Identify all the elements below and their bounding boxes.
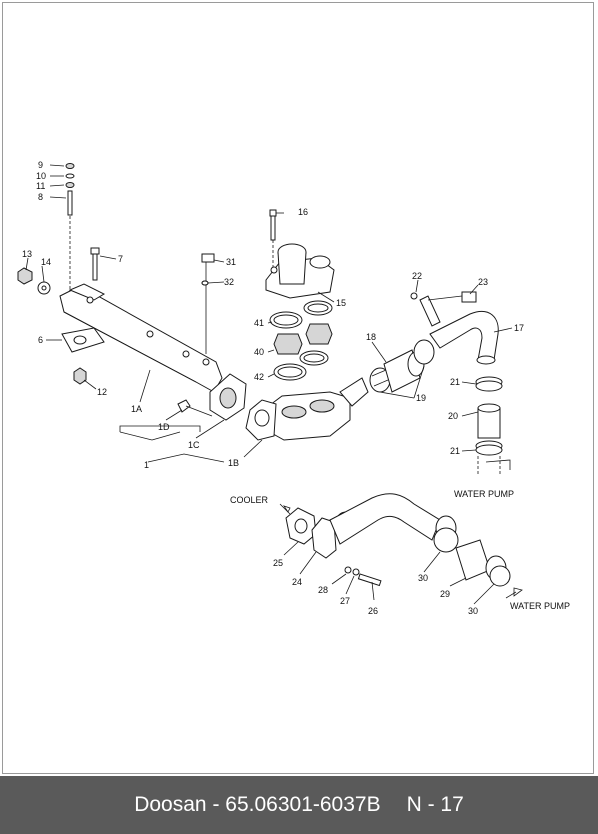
note-cooler: COOLER [230, 495, 269, 505]
label-27: 27 [340, 596, 350, 606]
label-26: 26 [368, 606, 378, 616]
label-8: 8 [38, 192, 43, 202]
label-14: 14 [41, 257, 51, 267]
label-40: 40 [254, 347, 264, 357]
callout-labels: 9 10 11 8 16 13 14 7 31 32 22 23 15 17 4… [22, 160, 524, 616]
footer-page: N - 17 [406, 793, 464, 816]
diagram-notes: COOLER WATER PUMP WATER PUMP [230, 489, 570, 611]
label-12: 12 [97, 387, 107, 397]
label-9: 9 [38, 160, 43, 170]
label-32: 32 [224, 277, 234, 287]
stud-assembly-drawing [65, 163, 75, 290]
label-19: 19 [416, 393, 426, 403]
label-7: 7 [118, 254, 123, 264]
exploded-parts-diagram: 9 10 11 8 16 13 14 7 31 32 22 23 15 17 4… [17, 160, 570, 616]
footer-dash: - [212, 793, 220, 816]
label-1A: 1A [131, 404, 142, 414]
manifold-pipe-drawing [59, 253, 247, 421]
label-18: 18 [366, 332, 376, 342]
label-20: 20 [448, 411, 458, 421]
leader-lines [25, 164, 523, 605]
upper-hose-drawing [369, 339, 435, 393]
note-water-pump-upper: WATER PUMP [454, 489, 514, 499]
label-29: 29 [440, 589, 450, 599]
label-28: 28 [318, 585, 328, 595]
label-10: 10 [36, 171, 46, 181]
pump-hose-drawing [475, 376, 511, 474]
footer-brand: Doosan [134, 793, 207, 816]
label-41: 41 [254, 318, 264, 328]
label-1D: 1D [158, 422, 170, 432]
label-1B: 1B [228, 458, 239, 468]
label-24: 24 [292, 577, 302, 587]
label-16: 16 [298, 207, 308, 217]
thermostat-stack-drawing [269, 300, 333, 381]
label-13: 13 [22, 249, 32, 259]
label-23: 23 [478, 277, 488, 287]
label-21-upper: 21 [450, 377, 460, 387]
lower-pipe-drawing [285, 493, 511, 587]
label-42: 42 [254, 372, 264, 382]
label-31: 31 [226, 257, 236, 267]
thermostat-base-drawing [245, 377, 369, 441]
drawing-frame [2, 2, 594, 774]
label-22: 22 [412, 271, 422, 281]
label-6: 6 [38, 335, 43, 345]
manifold-hardware-drawing [17, 247, 213, 417]
footer-bar: Doosan - 65.06301-6037B N - 17 [0, 776, 598, 834]
label-25: 25 [273, 558, 283, 568]
label-1C: 1C [188, 440, 200, 450]
label-30-upper: 30 [418, 573, 428, 583]
label-21-lower: 21 [450, 446, 460, 456]
thermostat-cover-drawing [265, 209, 335, 299]
label-11: 11 [36, 181, 45, 191]
elbow-pipe-drawing [410, 291, 499, 365]
footer-part-number: 65.06301-6037B [225, 793, 381, 816]
note-water-pump-lower: WATER PUMP [510, 601, 570, 611]
label-1: 1 [144, 460, 149, 470]
label-30-lower: 30 [468, 606, 478, 616]
label-15: 15 [336, 298, 346, 308]
label-17: 17 [514, 323, 524, 333]
